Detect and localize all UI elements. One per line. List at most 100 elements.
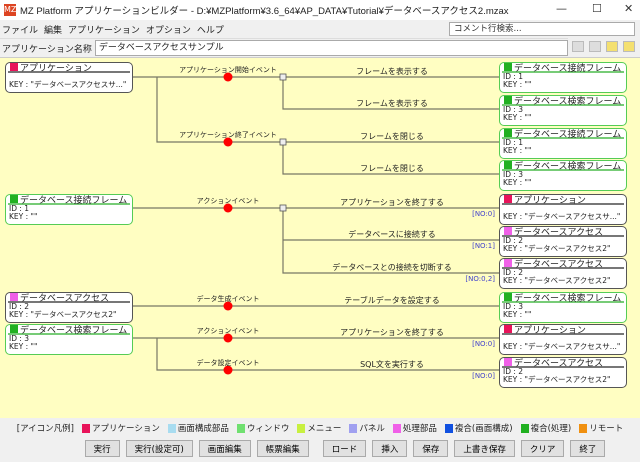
node-name: データベース検索フレーム <box>514 96 622 107</box>
action-param-label: [NO:0,2] <box>465 275 495 283</box>
event-label[interactable]: アプリケーション終了イベント <box>179 131 277 139</box>
toolbar-button-0[interactable]: 実行 <box>84 440 120 457</box>
move-up-icon[interactable] <box>572 41 584 52</box>
menu-edit[interactable]: 編集 <box>44 25 63 36</box>
action-label[interactable]: フレームを閉じる <box>360 132 424 141</box>
event-label[interactable]: データ生成イベント <box>196 295 260 303</box>
node-id: ID : 2 <box>9 302 30 311</box>
node-key: KEY : "" <box>503 113 532 122</box>
node-id: ID : 1 <box>503 72 524 81</box>
toolbar-button-3[interactable]: 帳票編集 <box>256 440 309 457</box>
menu-application[interactable]: アプリケーション <box>68 25 140 36</box>
target-component-node[interactable]: アプリケーション KEY : "データベースアクセスサ..." <box>499 194 627 225</box>
event-label[interactable]: データ設定イベント <box>196 359 260 367</box>
legend-label: メニュー <box>307 424 342 434</box>
component-type-icon <box>504 358 512 366</box>
collapse-icon <box>279 138 287 146</box>
action-label[interactable]: データベースに接続する <box>348 230 436 239</box>
component-type-icon <box>504 325 512 333</box>
component-type-icon <box>504 63 512 71</box>
legend-item: 処理部品 <box>392 422 437 434</box>
action-label[interactable]: フレームを閉じる <box>360 164 424 173</box>
event-dot <box>223 137 233 147</box>
source-component-node[interactable]: アプリケーション KEY : "データベースアクセスサ..." <box>5 62 133 93</box>
action-param-label: [NO:0] <box>472 372 495 380</box>
legend-swatch-icon <box>82 424 90 433</box>
node-id: ID : 1 <box>9 204 30 213</box>
node-name: データベース検索フレーム <box>514 293 622 304</box>
event-dot <box>223 301 233 311</box>
event-label[interactable]: アプリケーション開始イベント <box>179 66 277 74</box>
new-folder-icon[interactable] <box>623 41 635 52</box>
action-label[interactable]: SQL文を実行する <box>360 360 424 369</box>
toolbar-button-8[interactable]: クリア <box>520 440 565 457</box>
legend-swatch-icon <box>520 424 529 433</box>
toolbar-button-7[interactable]: 上書き保存 <box>454 440 515 457</box>
node-key: KEY : "" <box>9 342 38 351</box>
action-param-label: [NO:0] <box>472 210 495 218</box>
node-header: データベース接続フレーム <box>502 129 624 140</box>
node-name: データベースアクセス <box>514 259 604 270</box>
move-down-icon[interactable] <box>589 41 601 52</box>
action-label[interactable]: フレームを表示する <box>356 99 428 108</box>
maximize-button[interactable]: ☐ <box>592 2 602 15</box>
toolbar-button-2[interactable]: 画面編集 <box>198 440 251 457</box>
event-label[interactable]: アクションイベント <box>196 197 260 205</box>
node-header: データベース検索フレーム <box>502 96 624 107</box>
action-label[interactable]: アプリケーションを終了する <box>340 328 444 337</box>
node-name: データベースアクセス <box>20 293 110 304</box>
node-name: アプリケーション <box>514 195 586 206</box>
node-key: KEY : "データベースアクセス2" <box>503 244 611 253</box>
node-key: KEY : "" <box>503 310 532 319</box>
action-label[interactable]: アプリケーションを終了する <box>340 198 444 207</box>
event-label[interactable]: アクションイベント <box>196 327 260 335</box>
minimize-button[interactable]: — <box>556 2 567 15</box>
menu-file[interactable]: ファイル <box>2 25 39 36</box>
legend-swatch-icon <box>167 424 176 433</box>
close-button[interactable]: ✕ <box>624 2 634 15</box>
legend-swatch-icon <box>444 424 453 433</box>
component-type-icon <box>504 259 512 267</box>
toolbar-button-5[interactable]: 挿入 <box>372 440 408 457</box>
node-name: データベース接続フレーム <box>20 195 128 206</box>
toolbar-button-9[interactable]: 終了 <box>570 440 606 457</box>
action-param-label: [NO:1] <box>472 242 495 250</box>
connection-canvas[interactable]: アプリケーション開始イベントアプリケーション終了イベントアクションイベントデータ… <box>0 57 640 418</box>
legend-item: メニュー <box>297 422 341 434</box>
window-title: MZ Platform アプリケーションビルダー - D:¥MZPlatform… <box>20 6 509 17</box>
toolbar-button-4[interactable]: ロード <box>322 440 367 457</box>
folder-icon[interactable] <box>606 41 618 52</box>
legend-label: 処理部品 <box>402 424 437 434</box>
legend-label: リモート <box>589 424 624 434</box>
action-param-label: [NO:0] <box>472 340 495 348</box>
app-name-input[interactable]: データベースアクセスサンプル <box>94 40 568 56</box>
comment-search-input[interactable]: コメント行検索... <box>449 22 635 36</box>
node-key: KEY : "" <box>9 212 38 221</box>
node-id: ID : 2 <box>503 268 524 277</box>
node-name: データベース検索フレーム <box>20 325 128 336</box>
toolbar-button-6[interactable]: 保存 <box>413 440 449 457</box>
event-dot <box>223 333 233 343</box>
component-type-icon <box>10 63 18 71</box>
node-header: データベース検索フレーム <box>502 161 624 172</box>
target-component-node[interactable]: アプリケーション KEY : "データベースアクセスサ..." <box>499 324 627 355</box>
action-label[interactable]: フレームを表示する <box>356 67 428 76</box>
legend-label: パネル <box>359 424 385 434</box>
toolbar-button-1[interactable]: 実行(設定可) <box>125 440 193 457</box>
menu-help[interactable]: ヘルプ <box>196 25 224 36</box>
menu-option[interactable]: オプション <box>145 25 191 36</box>
action-label[interactable]: テーブルデータを設定する <box>344 296 440 305</box>
event-dot <box>223 203 233 213</box>
action-label[interactable]: データベースとの接続を切断する <box>332 263 452 272</box>
